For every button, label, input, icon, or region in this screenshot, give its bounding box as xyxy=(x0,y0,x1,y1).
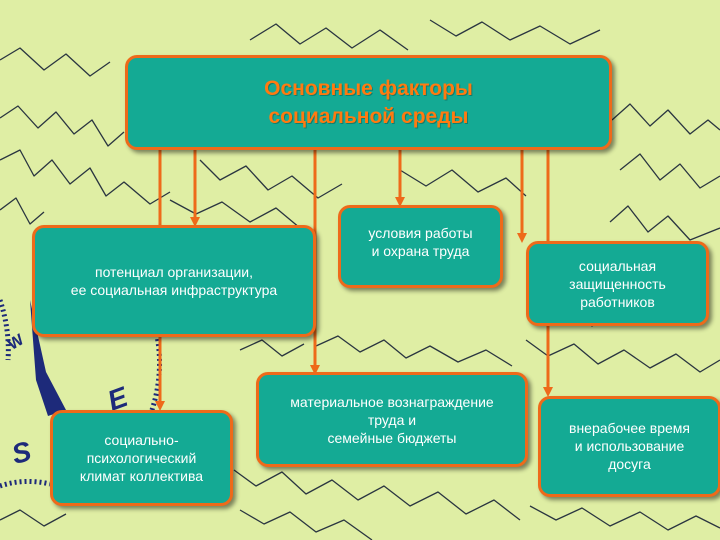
contour-line xyxy=(609,205,720,241)
contour-line xyxy=(0,197,45,225)
factor-label: условия работы и охрана труда xyxy=(368,225,473,259)
contour-line xyxy=(169,199,301,229)
contour-line xyxy=(399,169,527,197)
factor-box-potential: потенциал организации, ее социальная инф… xyxy=(32,225,316,337)
compass-letter-s: S xyxy=(8,435,34,470)
contour-line xyxy=(611,103,720,135)
contour-line xyxy=(233,469,521,521)
contour-line xyxy=(239,339,305,357)
diagram-title-box: Основные факторы социальной среды xyxy=(125,55,612,150)
diagram-title: Основные факторы социальной среды xyxy=(264,76,473,128)
contour-line xyxy=(0,509,67,527)
factor-label: материальное вознаграждение труда и семе… xyxy=(290,394,494,446)
contour-line xyxy=(239,509,373,540)
contour-line xyxy=(0,105,125,147)
contour-line xyxy=(525,339,720,373)
factor-box-material-reward: материальное вознаграждение труда и семе… xyxy=(256,372,528,467)
factor-box-leisure: внерабочее время и использование досуга xyxy=(538,396,720,497)
contour-line xyxy=(529,505,720,531)
factor-label: социально- психологический климат коллек… xyxy=(79,432,204,484)
contour-line xyxy=(315,335,513,367)
contour-line xyxy=(249,23,409,51)
contour-line xyxy=(619,153,720,189)
contour-line xyxy=(0,47,111,77)
factor-box-psychological-climate: социально- психологический климат коллек… xyxy=(50,410,233,506)
factor-label: внерабочее время и использование досуга xyxy=(569,420,690,472)
contour-line xyxy=(0,149,171,205)
factor-label: потенциал организации, ее социальная инф… xyxy=(70,264,278,298)
contour-line xyxy=(429,19,601,45)
factor-box-work-conditions: условия работы и охрана труда xyxy=(338,205,503,288)
factor-box-social-protection: социальная защищенность работников xyxy=(526,241,709,326)
contour-line xyxy=(199,159,343,199)
factor-label: социальная защищенность работников xyxy=(569,257,666,310)
